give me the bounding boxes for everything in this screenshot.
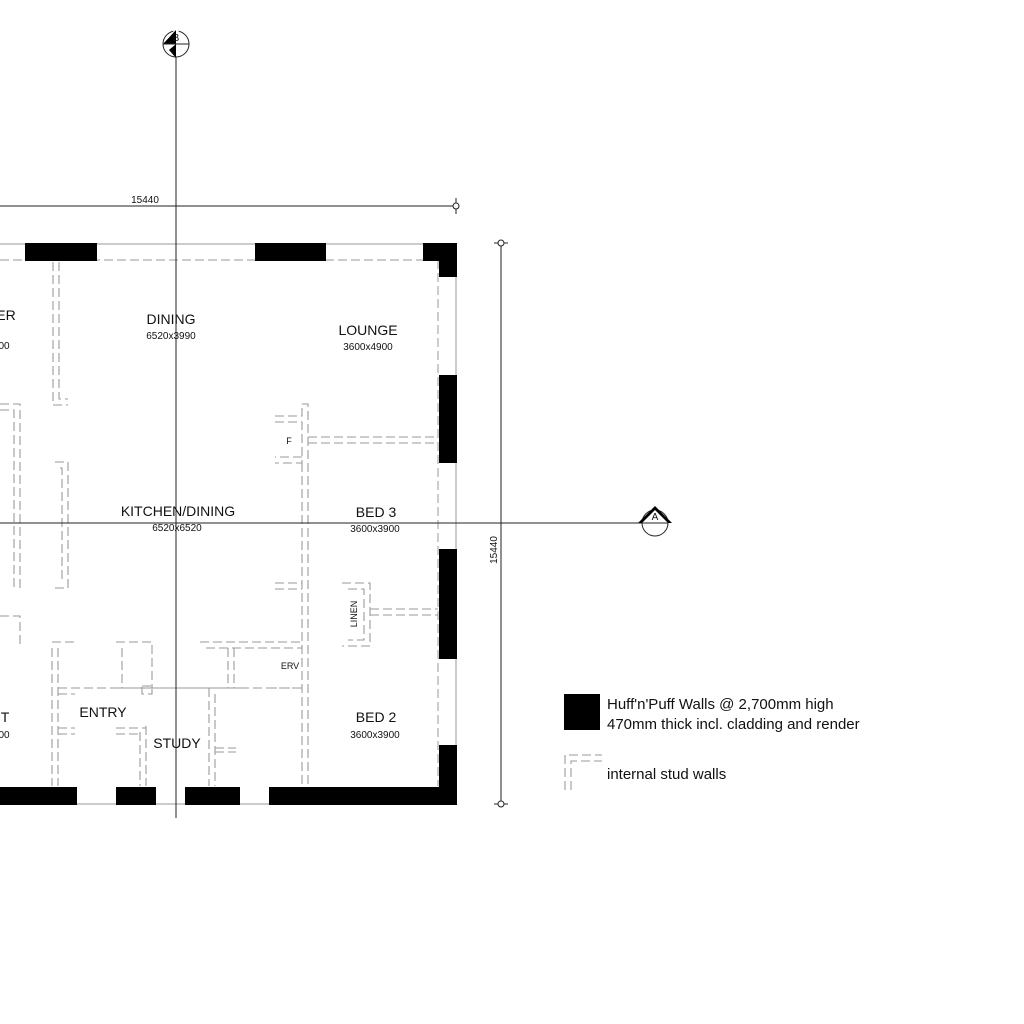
fridge-label: F — [286, 436, 292, 446]
legend-stud-label: internal stud walls — [607, 766, 726, 783]
wall-corner-bottom-right — [269, 745, 457, 805]
room-dining-dims: 6520x3990 — [146, 331, 196, 342]
room-partial-name: ER — [0, 307, 16, 323]
legend: Huff'n'Puff Walls @ 2,700mm high 470mm t… — [564, 694, 860, 790]
wall-right-1 — [439, 375, 457, 463]
room-kitchen-dims: 6520x6520 — [152, 523, 202, 534]
wall-top-1 — [25, 243, 97, 261]
wall-bottom-3 — [185, 787, 240, 805]
internal-stud-walls — [0, 262, 438, 786]
dimension-vertical: 15440 — [489, 239, 508, 808]
section-marker-a: A — [638, 506, 672, 537]
room-study-name: STUDY — [153, 735, 201, 751]
marker-b-label: B — [173, 33, 180, 44]
room-labels: ER 00 DINING 6520x3990 LOUNGE 3600x4900 … — [0, 307, 400, 751]
room-lounge-dims: 3600x4900 — [343, 342, 393, 353]
wall-bottom-1 — [0, 787, 77, 805]
legend-huff-line2: 470mm thick incl. cladding and render — [607, 716, 860, 733]
room-lounge-name: LOUNGE — [338, 322, 397, 338]
room-bed2-name: BED 2 — [356, 709, 397, 725]
room-dining-name: DINING — [147, 311, 196, 327]
legend-stud-swatch — [564, 754, 602, 790]
erv-label: ERV — [281, 661, 299, 671]
room-partial-left-name: T — [1, 709, 10, 725]
room-bed2-dims: 3600x3900 — [350, 730, 400, 741]
linen-label: LINEN — [349, 601, 359, 628]
dimension-horizontal-label: 15440 — [131, 195, 159, 206]
room-bed3-name: BED 3 — [356, 504, 397, 520]
huff-puff-walls — [0, 243, 457, 805]
room-entry-name: ENTRY — [79, 704, 127, 720]
marker-a-label: A — [652, 512, 659, 523]
wall-corner-top-right — [423, 243, 457, 277]
section-lines — [0, 55, 642, 818]
room-partial-left-dims: 00 — [0, 730, 10, 741]
room-kitchen-name: KITCHEN/DINING — [121, 503, 235, 519]
dimension-horizontal: 15440 — [0, 195, 460, 214]
room-partial-dims: 00 — [0, 341, 10, 352]
fixture-labels: F LINEN ERV — [281, 436, 359, 671]
legend-huff-swatch — [564, 694, 600, 730]
room-bed3-dims: 3600x3900 — [350, 524, 400, 535]
wall-top-2 — [255, 243, 326, 261]
dimension-vertical-label: 15440 — [489, 536, 500, 564]
legend-huff-line1: Huff'n'Puff Walls @ 2,700mm high — [607, 696, 834, 713]
wall-bottom-2 — [116, 787, 156, 805]
wall-right-2 — [439, 549, 457, 659]
section-marker-b: B — [162, 28, 190, 58]
